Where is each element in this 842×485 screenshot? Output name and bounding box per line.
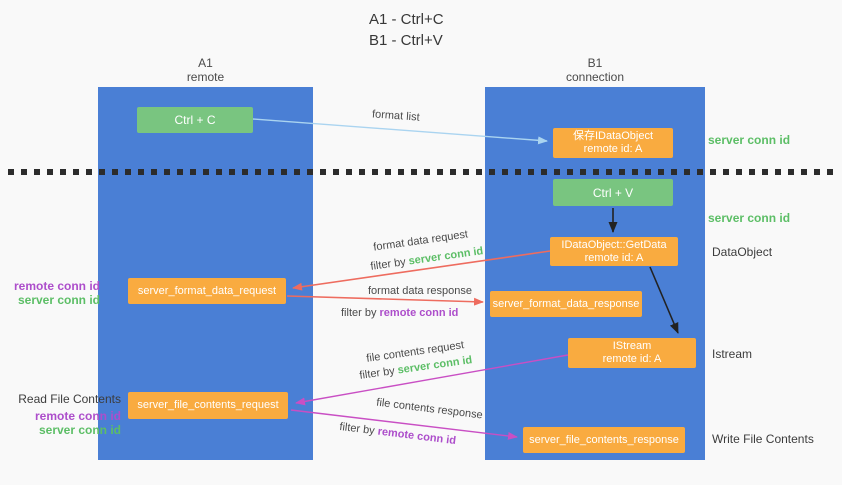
- server-format-data-response-label: server_format_data_response: [492, 297, 640, 310]
- lane-header-b1: B1 connection: [485, 56, 705, 84]
- istream-line1: IStream: [612, 340, 652, 352]
- server-file-contents-response-label: server_file_contents_response: [529, 433, 679, 446]
- label-server-conn-id-2: server conn id: [38, 423, 121, 437]
- node-server-format-data-request: server_format_data_request: [128, 278, 286, 304]
- node-save-idataobject: 保存IDataObject remote id: A: [553, 128, 673, 158]
- label-stack-format-ids: remote conn id server conn id: [0, 279, 100, 307]
- label-write-file-contents: Write File Contents: [712, 432, 814, 446]
- ctrl-v-label: Ctrl + V: [592, 185, 634, 200]
- lane-b1-title: B1: [587, 56, 603, 70]
- node-ctrl-v: Ctrl + V: [553, 179, 673, 206]
- filter-by-prefix: filter by: [341, 307, 377, 319]
- server-format-data-request-label: server_format_data_request: [137, 284, 277, 297]
- label-dataobject: DataObject: [712, 245, 773, 259]
- label-stack-file-ids: Read File Contents remote conn id server…: [0, 392, 121, 437]
- label-istream: Istream: [712, 347, 753, 361]
- istream-line2: remote id: A: [602, 353, 662, 365]
- filter-value-remote-conn-id: remote conn id: [376, 425, 457, 448]
- server-file-contents-request-label: server_file_contents_request: [137, 399, 279, 411]
- filter-by-prefix: filter by: [358, 365, 396, 382]
- label-read-file-contents: Read File Contents: [18, 392, 121, 406]
- node-idataobject-getdata: IDataObject::GetData remote id: A: [550, 237, 678, 266]
- edge-label-file-contents-response-filter: filter by remote conn id: [339, 421, 457, 447]
- node-istream: IStream remote id: A: [568, 338, 696, 368]
- label-server-conn-id-mid: server conn id: [708, 211, 791, 225]
- diagram-title: A1 - Ctrl+C B1 - Ctrl+V: [369, 9, 444, 51]
- edge-label-format-data-response: format data response: [368, 285, 472, 297]
- ctrl-c-label: Ctrl + C: [174, 113, 216, 127]
- node-server-file-contents-response: server_file_contents_response: [523, 427, 685, 453]
- filter-by-prefix: filter by: [369, 256, 407, 273]
- getdata-line1: IDataObject::GetData: [561, 238, 667, 251]
- lane-a1-subtitle: remote: [186, 70, 225, 84]
- filter-by-prefix: filter by: [338, 420, 376, 438]
- title-line-1: A1 - Ctrl+C: [369, 11, 444, 28]
- phase-divider-dotted-line: [8, 169, 836, 175]
- label-server-conn-id-1: server conn id: [17, 293, 100, 307]
- lane-header-a1: A1 remote: [98, 56, 313, 84]
- label-remote-conn-id-2: remote conn id: [34, 409, 121, 423]
- edge-label-format-list: format list: [371, 108, 421, 124]
- node-ctrl-c: Ctrl + C: [137, 107, 253, 133]
- lane-a1-title: A1: [198, 56, 213, 70]
- label-remote-conn-id-1: remote conn id: [13, 279, 100, 293]
- label-server-conn-id-top: server conn id: [708, 133, 791, 147]
- filter-value-server-conn-id: server conn id: [407, 245, 485, 268]
- save-idataobject-line1: 保存IDataObject: [572, 130, 654, 142]
- lane-b1-subtitle: connection: [565, 70, 625, 84]
- node-server-file-contents-request: server_file_contents_request: [128, 392, 288, 419]
- save-idataobject-line2: remote id: A: [583, 143, 643, 155]
- getdata-line2: remote id: A: [584, 251, 644, 264]
- edge-label-format-data-response-filter: filter by remote conn id: [341, 307, 458, 319]
- filter-value-remote-conn-id: remote conn id: [379, 307, 459, 319]
- node-server-format-data-response: server_format_data_response: [490, 291, 642, 317]
- title-line-2: B1 - Ctrl+V: [369, 32, 443, 49]
- edge-label-file-contents-response: file contents response: [375, 396, 484, 422]
